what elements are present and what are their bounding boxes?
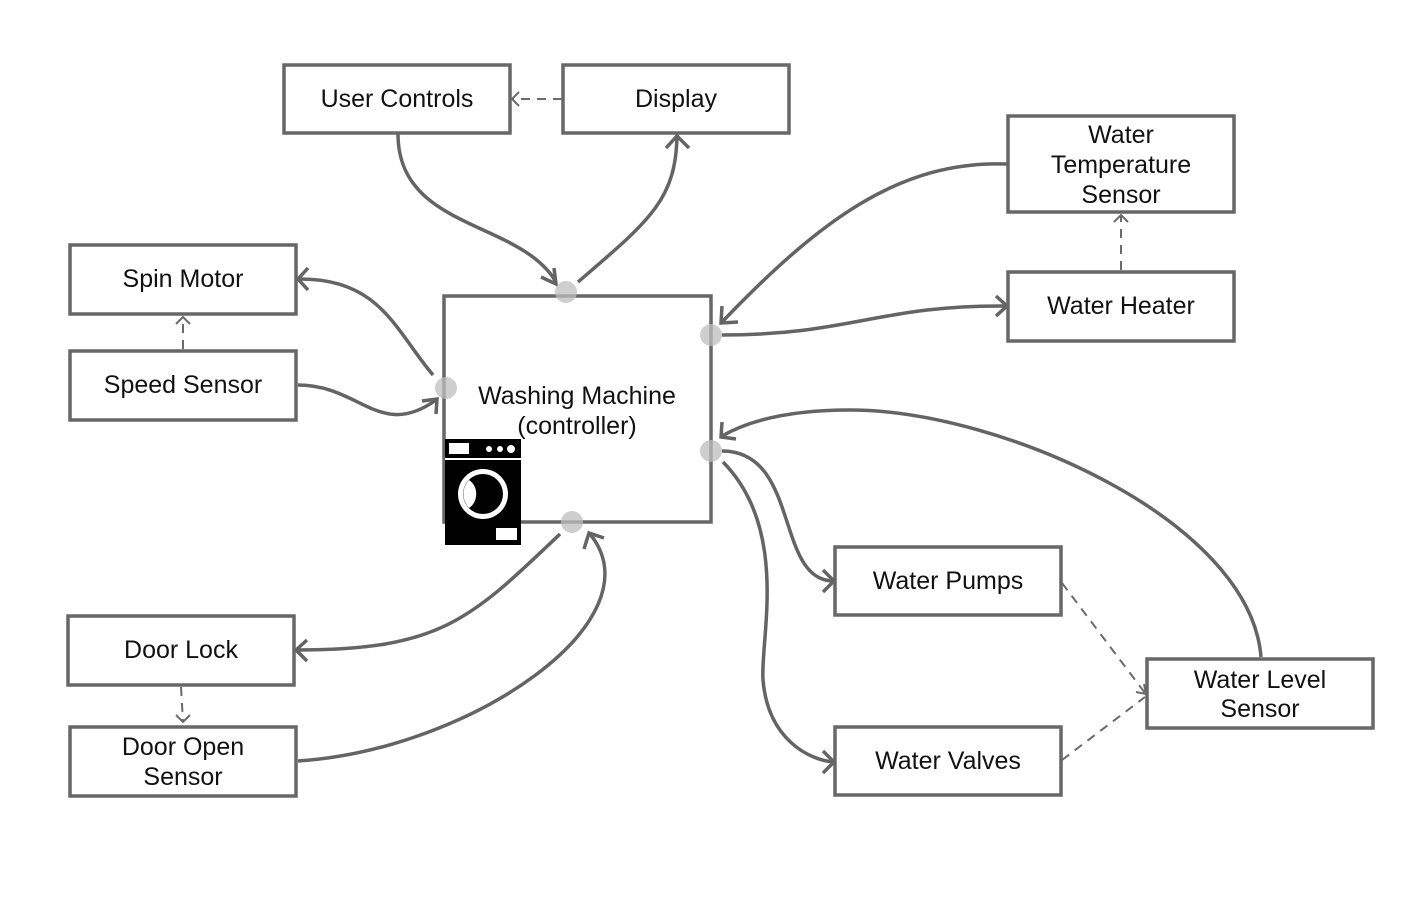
edge-door-open-sensor-to-controller — [297, 532, 607, 763]
arrowhead-icon — [1113, 213, 1129, 223]
arrowhead-icon — [293, 638, 309, 663]
washing-machine-icon — [445, 439, 521, 545]
port-right-upper[interactable] — [700, 324, 722, 346]
node-label: Water — [1088, 121, 1154, 149]
edge-water-temperature-sensor-to-controller — [720, 162, 1008, 324]
node-label: User Controls — [321, 85, 474, 113]
edge-controller-to-water-pumps — [721, 449, 834, 583]
edge-speed-sensor-to-controller — [297, 383, 438, 417]
arrowhead-icon — [175, 714, 191, 724]
node-speed-sensor[interactable]: Speed Sensor — [68, 349, 298, 422]
edge-water-level-sensor-to-controller — [721, 408, 1263, 658]
port-left[interactable] — [435, 377, 457, 399]
node-label: Door Open — [122, 733, 244, 761]
arrowhead-icon — [295, 266, 310, 292]
node-label: (controller) — [517, 412, 636, 440]
node-door-lock[interactable]: Door Lock — [66, 614, 296, 687]
edge-controller-to-water-heater — [721, 304, 1007, 337]
edge-controller-to-water-valves — [721, 460, 834, 764]
edge-water-pumps-to-water-level-sensor — [1061, 582, 1146, 694]
node-label: Sensor — [143, 763, 222, 791]
node-label: Sensor — [1220, 695, 1299, 723]
arrowhead-icon — [510, 91, 520, 107]
node-door-open-sensor[interactable]: Door Open Sensor — [68, 725, 298, 798]
arrowhead-icon — [582, 530, 605, 550]
node-label: Sensor — [1081, 181, 1160, 209]
edge-door-lock-to-door-open-sensor — [180, 686, 184, 723]
edge-controller-to-display — [576, 134, 679, 284]
edge-water-valves-to-water-level-sensor — [1061, 696, 1146, 761]
node-water-temperature-sensor[interactable]: Water Temperature Sensor — [1006, 114, 1236, 214]
edge-user-controls-to-controller — [396, 133, 558, 283]
nodes-layer: User Controls Display Water Temperature … — [66, 63, 1375, 798]
node-label: Speed Sensor — [104, 371, 262, 399]
port-right-lower[interactable] — [700, 440, 722, 462]
node-label: Display — [635, 85, 717, 113]
edge-controller-to-spin-motor — [297, 277, 435, 377]
port-bottom[interactable] — [561, 511, 583, 533]
node-spin-motor[interactable]: Spin Motor — [68, 243, 298, 316]
arrowhead-icon — [421, 396, 439, 415]
node-label: Water Heater — [1047, 292, 1195, 320]
node-label: Temperature — [1051, 151, 1191, 179]
node-water-heater[interactable]: Water Heater — [1006, 270, 1236, 343]
node-display[interactable]: Display — [561, 63, 791, 135]
node-water-level-sensor[interactable]: Water Level Sensor — [1145, 657, 1375, 730]
node-label: Water Valves — [875, 747, 1021, 775]
arrowhead-icon — [664, 133, 691, 150]
arrowhead-icon — [175, 315, 191, 325]
node-label: Washing Machine — [478, 382, 676, 410]
node-washing-machine-controller[interactable]: Washing Machine (controller) — [442, 294, 713, 545]
node-label: Water Level — [1194, 666, 1326, 694]
node-user-controls[interactable]: User Controls — [282, 63, 512, 135]
node-label: Spin Motor — [123, 265, 244, 293]
edges-layer — [175, 91, 1263, 775]
arrowhead-icon — [719, 421, 737, 441]
port-top[interactable] — [555, 281, 577, 303]
node-water-valves[interactable]: Water Valves — [833, 725, 1063, 797]
ports-layer — [435, 281, 722, 533]
arrowhead-icon — [540, 267, 559, 287]
arrowhead-icon — [719, 305, 739, 325]
node-label: Water Pumps — [873, 567, 1024, 595]
node-label: Door Lock — [124, 636, 238, 664]
node-water-pumps[interactable]: Water Pumps — [833, 545, 1063, 617]
edge-controller-to-door-lock — [295, 532, 562, 652]
